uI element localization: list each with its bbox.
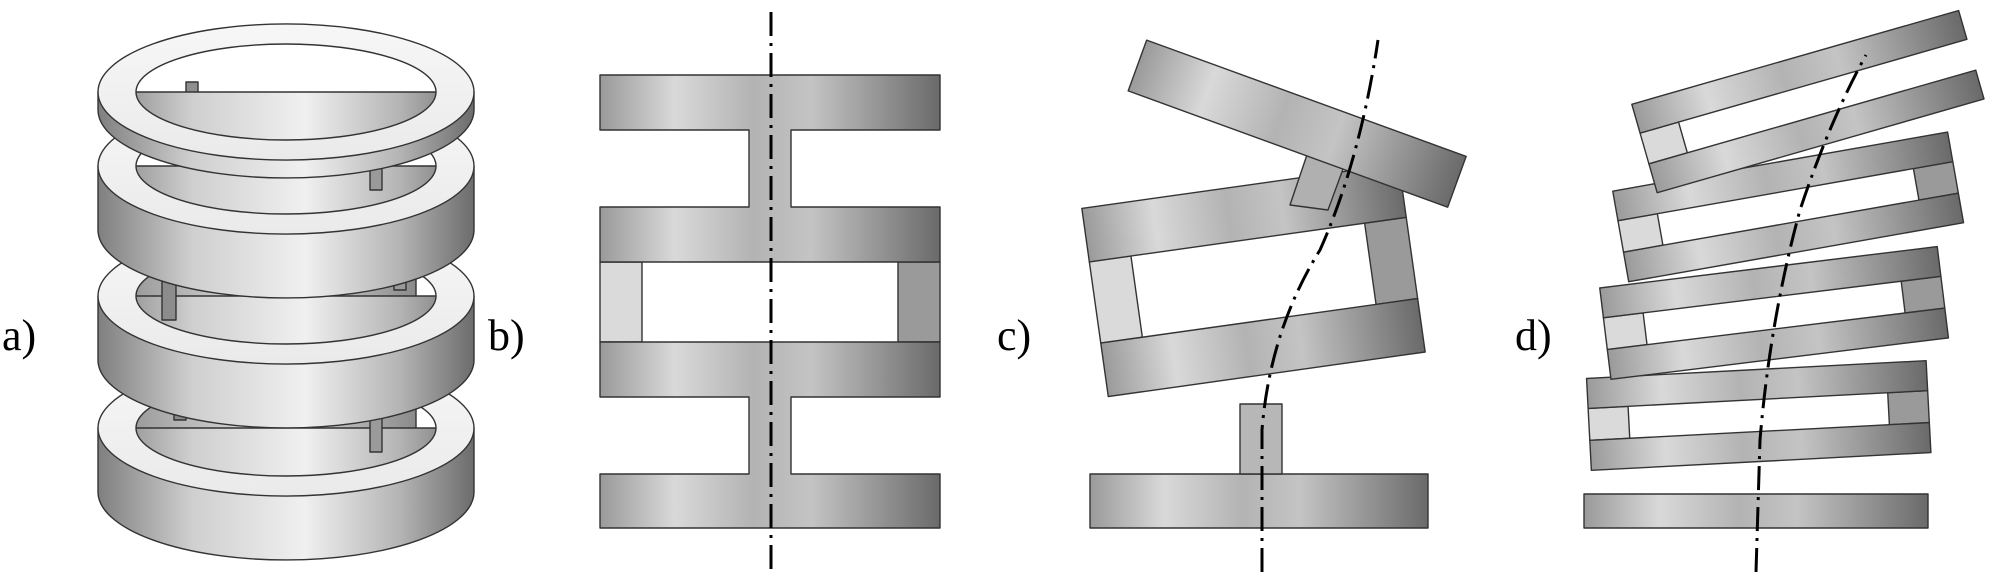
panel-c-plate <box>1089 473 1429 529</box>
panel-c-strut-left <box>1088 255 1144 344</box>
panel-c-strut-right <box>1363 216 1419 306</box>
panel-label-b: b) <box>488 311 525 360</box>
panel-d-bent-pattern <box>1583 9 1985 573</box>
panel-d-strut <box>1900 275 1946 314</box>
panel-c-plate <box>1127 39 1467 208</box>
panel-c-bar <box>1081 163 1407 263</box>
panel-c-bent-pattern <box>1081 39 1467 572</box>
panel-a-isometric-spring <box>97 23 475 561</box>
panel-d-plate <box>1583 493 1929 529</box>
panel-d-strut <box>1587 405 1631 442</box>
panel-b-unrolled-pattern <box>599 12 941 572</box>
panel-b-strut-left <box>599 261 643 343</box>
panel-d-bar <box>1648 69 1985 194</box>
panel-d-bent-axis <box>1754 54 1868 573</box>
panel-c-bar <box>1100 297 1426 398</box>
panel-c-bent-axis <box>1260 39 1380 572</box>
panel-label-d: d) <box>1515 311 1552 360</box>
panel-d-bar <box>1599 245 1942 319</box>
panel-d-bar <box>1631 9 1968 134</box>
panel-label-c: c) <box>997 311 1031 360</box>
panel-b-strut-right <box>897 261 941 343</box>
panel-label-a: a) <box>2 311 36 360</box>
panel-d-bar <box>1606 307 1950 381</box>
panel-d-strut <box>1887 389 1931 426</box>
panel-d-bar <box>1585 359 1929 410</box>
panel-d-bar <box>1612 131 1954 222</box>
panel-d-strut <box>1602 312 1648 351</box>
panel-a-ring-1 <box>97 23 475 179</box>
